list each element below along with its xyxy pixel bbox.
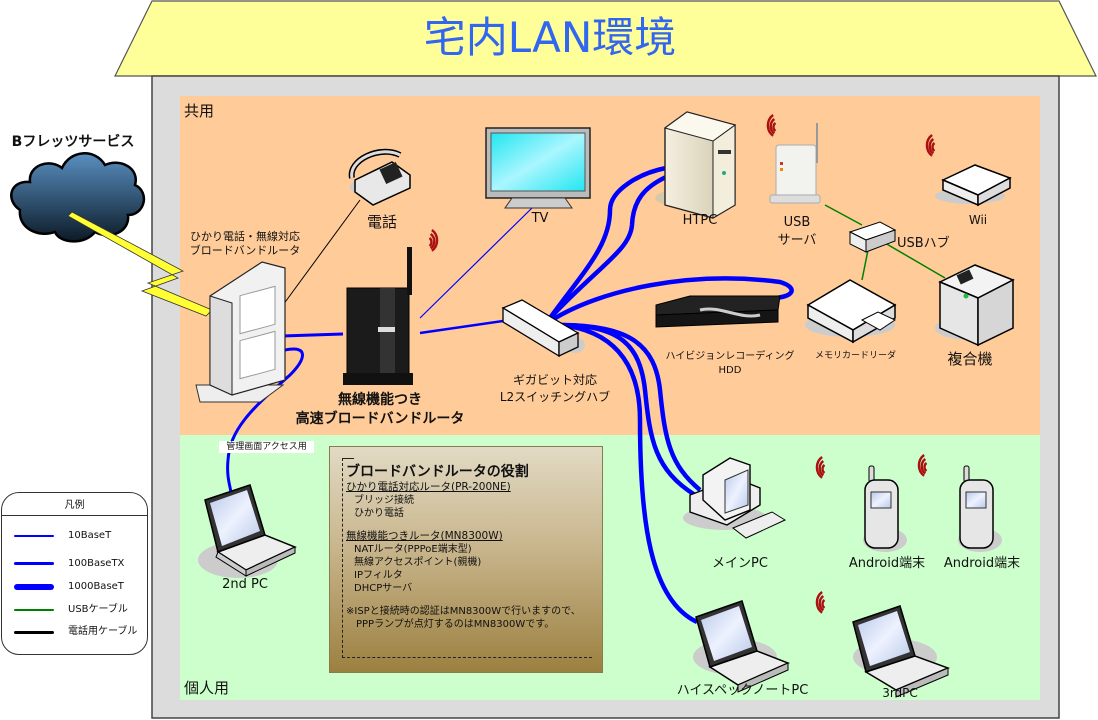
legend-label: 1000BaseT — [68, 581, 124, 592]
roof — [114, 0, 1097, 77]
third-pc-label: 3rdPC — [882, 686, 918, 700]
legend-item: 10BaseT — [2, 529, 147, 543]
cloud-icon — [10, 152, 146, 243]
page-title: 宅内LAN環境 — [423, 13, 677, 62]
switching-hub-icon — [501, 299, 585, 358]
section2-item: 無線アクセスポイント(親機) — [354, 557, 482, 568]
section2-item: IPフィルタ — [354, 570, 403, 581]
lightning-icon — [67, 211, 213, 317]
personal-zone-label: 個人用 — [184, 679, 230, 697]
legend-swatch-phone — [14, 631, 54, 634]
switch-label: ギガビット対応 L2スイッチングハブ — [499, 373, 611, 404]
cable-mgmt — [226, 347, 304, 501]
laptop-icon-2nd-pc — [198, 484, 297, 578]
wireless-router-label: 無線機能つき 高速ブロードバンドルータ — [295, 392, 465, 427]
cable-onu-router — [281, 332, 344, 338]
legend-swatch-1000baset — [14, 584, 54, 590]
cable-tv — [419, 206, 534, 319]
router-roles-content: ブロードバンドルータの役割 ひかり電話対応ルータ(PR-200NE) ブリッジ接… — [346, 463, 581, 631]
note-line-1: ※ISPと接続時の認証はMN8300Wで行いますので、 — [346, 606, 581, 617]
hdd-label: ハイビジョンレコーディング HDD — [665, 351, 795, 376]
wireless-signal-icon — [917, 454, 928, 477]
legend-label: 電話用ケーブル — [68, 626, 138, 637]
section1-title: ひかり電話対応ルータ(PR-200NE) — [346, 481, 511, 493]
notebook-label: ハイスペックノートPC — [676, 683, 809, 698]
onu-router-label: ひかり電話・無線対応 ブロードバンドルータ — [189, 230, 301, 257]
service-label: Bフレッツサービス — [11, 134, 135, 150]
legend-title: 凡例 — [64, 500, 85, 511]
usb-cable-reader — [861, 249, 869, 281]
section2-item: NATルータ(PPPoE端末型) — [354, 544, 472, 555]
legend-item: USBケーブル — [2, 603, 147, 617]
usb-hub-label: USBハブ — [897, 236, 950, 251]
wireless-signals — [428, 114, 936, 614]
legend-item: 電話用ケーブル — [2, 625, 147, 639]
onu-router-icon — [195, 261, 286, 403]
section2-title: 無線機能つきルータ(MN8300W) — [346, 530, 503, 542]
legend-item: 1000BaseT — [2, 580, 147, 594]
router-roles-box: ブロードバンドルータの役割 ひかり電話対応ルータ(PR-200NE) ブリッジ接… — [329, 446, 603, 673]
wireless-router-icon — [343, 247, 413, 385]
phone-icon — [348, 148, 411, 206]
shared-zone — [180, 96, 1040, 435]
android-1-label: Android端末 — [848, 556, 926, 571]
legend-swatch-10baset — [14, 535, 54, 537]
multifunction-printer-icon — [935, 264, 1015, 347]
tv-label: TV — [531, 211, 549, 226]
shared-zone-label: 共用 — [184, 102, 215, 120]
section2-item: DHCPサーバ — [354, 583, 413, 594]
android-phone-icon-1 — [863, 465, 907, 552]
wii-icon — [935, 164, 1012, 207]
cable-htpc-1 — [548, 165, 667, 320]
wireless-signal-icon — [815, 591, 826, 614]
dashed-frame — [342, 458, 592, 658]
usb-cable-server — [824, 204, 863, 226]
card-reader-label: メモリカードリーダ — [814, 351, 896, 361]
mfp-label: 複合機 — [947, 350, 993, 368]
wireless-signal-icon — [428, 229, 439, 252]
htpc-label: HTPC — [682, 213, 718, 228]
wireless-signal-icon — [766, 114, 777, 137]
wii-label: Wii — [968, 213, 988, 227]
phone-label: 電話 — [366, 213, 397, 231]
legend-swatch-usb — [14, 609, 54, 611]
cable-notebook — [559, 322, 698, 625]
card-reader-icon — [805, 279, 897, 344]
desktop-pc-icon — [683, 457, 787, 539]
laptop-icon-notebook — [693, 600, 790, 693]
legend: 凡例 10BaseT 100BaseTX 1000BaseT USBケーブル 電… — [1, 492, 148, 655]
note-line-2: PPPランプが点灯するのはMN8300Wです。 — [356, 619, 555, 630]
legend-swatch-100basetx — [14, 562, 54, 565]
legend-item: 100BaseTX — [2, 557, 147, 571]
usb-server-label: USB サーバ — [777, 215, 817, 248]
cable-mainpc-2 — [559, 322, 702, 492]
phone-cable — [282, 199, 361, 306]
legend-divider — [2, 515, 147, 516]
main-pc-label: メインPC — [712, 556, 768, 571]
tv-icon — [485, 127, 591, 209]
mgmt-access-label: 管理画面アクセス用 — [219, 441, 314, 453]
legend-label: USBケーブル — [68, 604, 128, 615]
second-pc-label: 2nd PC — [222, 577, 268, 592]
legend-label: 100BaseTX — [68, 558, 125, 569]
section1-item: ブリッジ接続 — [354, 495, 414, 506]
android-2-label: Android端末 — [943, 556, 1021, 571]
cable-router-switch — [419, 318, 511, 335]
hdd-recorder-icon — [655, 295, 781, 328]
legend-label: 10BaseT — [68, 530, 112, 541]
cable-htpc-2 — [548, 174, 667, 320]
usb-hub-icon — [848, 221, 897, 253]
section1-item: ひかり電話 — [354, 508, 404, 519]
wireless-signal-icon — [815, 456, 826, 479]
router-roles-heading: ブロードバンドルータの役割 — [346, 464, 529, 480]
laptop-icon-3rd-pc — [852, 605, 951, 698]
usb-cable-mfp — [884, 242, 946, 279]
usb-server-icon — [769, 123, 821, 204]
htpc-icon — [655, 111, 737, 219]
android-phone-icon-2 — [958, 465, 1002, 552]
wireless-signal-icon — [925, 134, 936, 157]
frame-tick — [342, 458, 354, 459]
